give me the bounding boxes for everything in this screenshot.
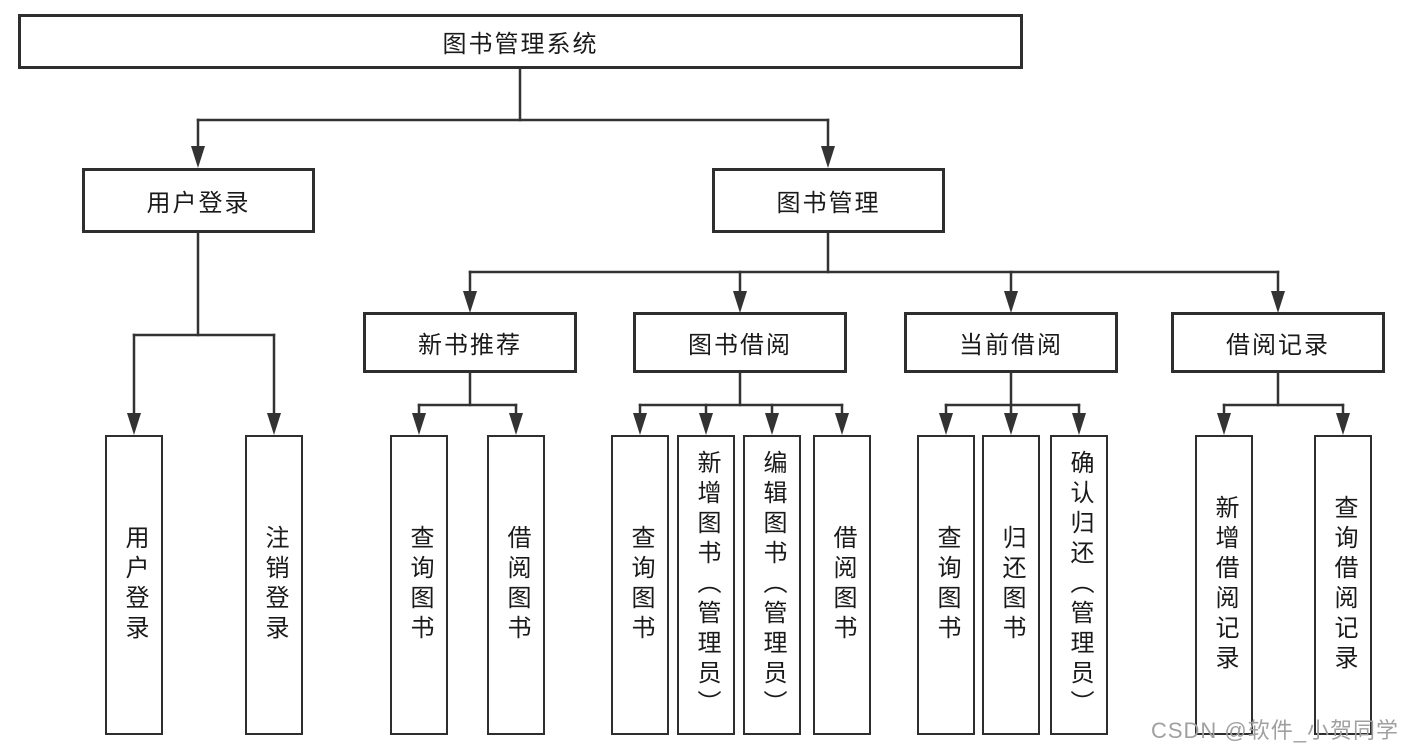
- node-current-borrow: 当前借阅: [904, 312, 1118, 373]
- leaf-query-books-recommend: 查询图书: [390, 435, 448, 735]
- leaf-user-login: 用户登录: [105, 435, 163, 735]
- connector-new-book-branch: [417, 371, 518, 419]
- leaf-label: 借阅图书: [829, 525, 856, 645]
- node-book-management: 图书管理: [712, 168, 945, 233]
- arrowheads-book-borrow-branch: [633, 413, 849, 435]
- leaf-return-book: 归还图书: [982, 435, 1040, 735]
- leaf-logout: 注销登录: [245, 435, 303, 735]
- leaf-label: 新增借阅记录: [1211, 495, 1238, 675]
- leaf-add-book-admin: 新增图书（管理员）: [677, 435, 735, 735]
- connector-book-borrow-branch: [638, 371, 844, 419]
- arrowheads-new-book-branch: [412, 413, 523, 435]
- connector-user-login-branch: [132, 231, 276, 419]
- arrowheads-level3: [463, 291, 1285, 313]
- leaf-add-borrow-record: 新增借阅记录: [1195, 435, 1253, 735]
- csdn-watermark: CSDN @软件_小贺同学: [1150, 718, 1399, 743]
- leaf-label: 用户登录: [121, 525, 148, 645]
- leaf-label: 借阅图书: [503, 525, 530, 645]
- connector-root-to-level2: [196, 67, 830, 152]
- node-user-login: 用户登录: [82, 168, 315, 233]
- leaf-borrow-books-recommend: 借阅图书: [487, 435, 545, 735]
- node-book-borrow: 图书借阅: [633, 312, 847, 373]
- leaf-label: 归还图书: [998, 525, 1025, 645]
- leaf-query-books-current: 查询图书: [917, 435, 975, 735]
- leaf-label: 注销登录: [261, 525, 288, 645]
- leaf-borrow-books: 借阅图书: [813, 435, 871, 735]
- leaf-label: 新增图书（管理员）: [693, 450, 720, 720]
- arrowheads-level2: [191, 146, 835, 168]
- connector-book-management-branch: [468, 231, 1280, 297]
- connector-borrow-records-branch: [1222, 371, 1345, 419]
- node-new-book-recommend: 新书推荐: [363, 312, 577, 373]
- leaf-label: 编辑图书（管理员）: [759, 450, 786, 720]
- leaf-label: 查询借阅记录: [1330, 495, 1357, 675]
- leaf-query-borrow-record: 查询借阅记录: [1314, 435, 1372, 735]
- arrowheads-borrow-records-branch: [1217, 413, 1350, 435]
- node-root: 图书管理系统: [18, 14, 1023, 69]
- leaf-confirm-return-admin: 确认归还（管理员）: [1050, 435, 1108, 735]
- arrowheads-user-login-branch: [127, 413, 281, 435]
- connector-current-borrow-branch: [944, 371, 1081, 419]
- leaf-label: 确认归还（管理员）: [1066, 450, 1093, 720]
- leaf-label: 查询图书: [933, 525, 960, 645]
- leaf-label: 查询图书: [627, 525, 654, 645]
- arrowheads-current-borrow-branch: [939, 413, 1086, 435]
- leaf-query-books-borrow: 查询图书: [611, 435, 669, 735]
- leaf-edit-book-admin: 编辑图书（管理员）: [743, 435, 801, 735]
- leaf-label: 查询图书: [406, 525, 433, 645]
- node-borrow-records: 借阅记录: [1171, 312, 1385, 373]
